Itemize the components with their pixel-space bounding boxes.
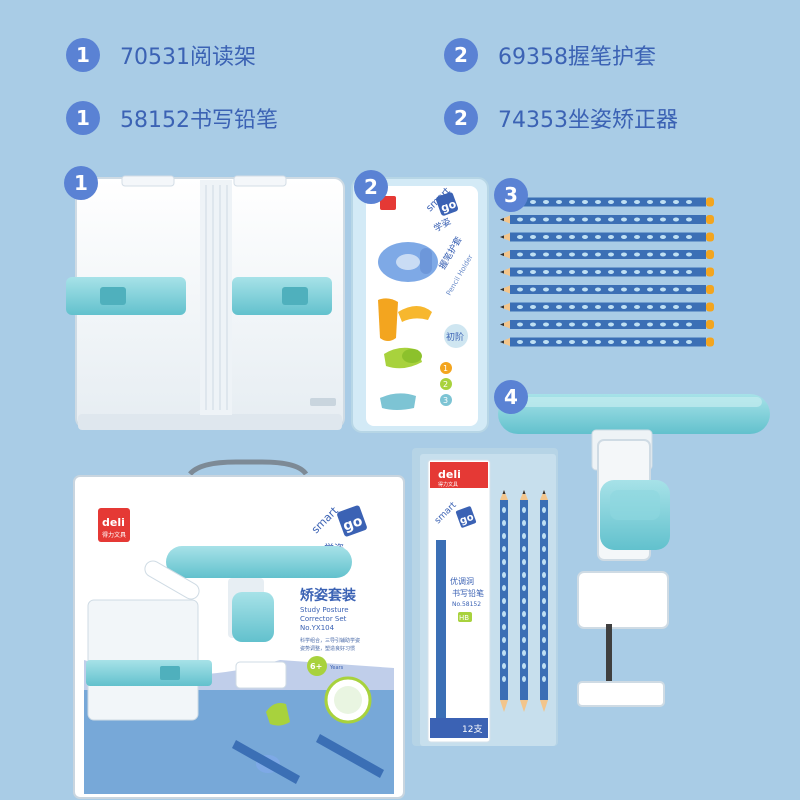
legend-label: 58152书写铅笔 bbox=[120, 108, 278, 133]
pencil bbox=[500, 197, 714, 207]
gift-box: deli 得力文具 smart go 学姿 矫姿套装 Study Posture… bbox=[73, 459, 405, 799]
pencil-box-model: No.58152 bbox=[452, 601, 481, 608]
pencil-box-tag: 优调洞 bbox=[450, 576, 474, 586]
box-title-en-2: Corrector Set bbox=[300, 615, 347, 623]
box-title-cn: 矫姿套装 bbox=[300, 587, 357, 604]
box-age: 6+ bbox=[310, 662, 322, 671]
box-desc-1: 科学组合，三导引辅助学姿 bbox=[300, 637, 360, 644]
pencil bbox=[500, 232, 714, 242]
box-desc-2: 姿势调整，塑造良好习惯 bbox=[300, 645, 355, 652]
pencil bbox=[500, 320, 714, 329]
item-badge-4: 4 bbox=[494, 380, 528, 414]
legend-row-3: 1 58152书写铅笔 bbox=[66, 101, 278, 135]
number-badge: 1 bbox=[66, 101, 100, 135]
legend-row-2: 2 69358握笔护套 bbox=[444, 38, 656, 72]
reading-stand bbox=[66, 175, 345, 430]
pencil-box-tray: deli 得力文具 smart go 优调洞 书写铅笔 No.58152 HB … bbox=[412, 448, 558, 746]
box-logo-go: go bbox=[341, 513, 365, 535]
item-badge-3: 3 bbox=[494, 178, 528, 212]
pencil-box-brand: deli bbox=[438, 468, 461, 481]
pencil-box-brand-cn: 得力文具 bbox=[438, 481, 458, 488]
box-brand: deli bbox=[102, 516, 125, 529]
pencil bbox=[500, 302, 714, 312]
legend-label: 70531阅读架 bbox=[120, 45, 256, 70]
pencil-box-name: 书写铅笔 bbox=[452, 588, 484, 598]
number-badge: 2 bbox=[444, 101, 478, 135]
tray-pencils bbox=[500, 490, 548, 712]
box-age-unit: Years bbox=[329, 665, 344, 671]
box-brand-cn: 得力文具 bbox=[102, 531, 126, 539]
box-model: No.YX104 bbox=[300, 624, 335, 632]
pack-logo: go bbox=[439, 197, 458, 215]
pencil bbox=[500, 285, 714, 294]
pencil-box-count: 12支 bbox=[462, 723, 482, 735]
number-badge: 2 bbox=[444, 38, 478, 72]
pencil-box-go: go bbox=[458, 512, 475, 527]
step-2: 2 bbox=[443, 380, 448, 389]
pencil-box-grade: HB bbox=[459, 614, 469, 622]
pencil bbox=[500, 267, 714, 277]
tray-pencil bbox=[520, 490, 528, 712]
pencil bbox=[500, 250, 714, 259]
pencil bbox=[500, 337, 714, 347]
grip-holder-pack: smart go 学姿 握笔护套 Pencil Holder 初阶 1 2 3 bbox=[351, 177, 489, 433]
step-1: 1 bbox=[443, 364, 448, 373]
box-title-en-1: Study Posture bbox=[300, 606, 349, 614]
tray-pencil bbox=[540, 490, 548, 712]
item-badge-1: 1 bbox=[64, 166, 98, 200]
number-badge: 1 bbox=[66, 38, 100, 72]
legend-row-1: 1 70531阅读架 bbox=[66, 38, 256, 72]
legend-label: 69358握笔护套 bbox=[498, 45, 656, 70]
pack-step-labels: 1 2 3 bbox=[440, 362, 452, 406]
tray-pencil bbox=[500, 490, 508, 712]
legend-row-4: 2 74353坐姿矫正器 bbox=[444, 101, 678, 135]
item-badge-2: 2 bbox=[354, 170, 388, 204]
legend-label: 74353坐姿矫正器 bbox=[498, 108, 678, 133]
pack-tag: 初阶 bbox=[446, 331, 464, 343]
pencil bbox=[500, 215, 714, 224]
step-3: 3 bbox=[443, 396, 448, 405]
pencil-stack bbox=[500, 197, 714, 347]
posture-corrector bbox=[498, 394, 770, 707]
